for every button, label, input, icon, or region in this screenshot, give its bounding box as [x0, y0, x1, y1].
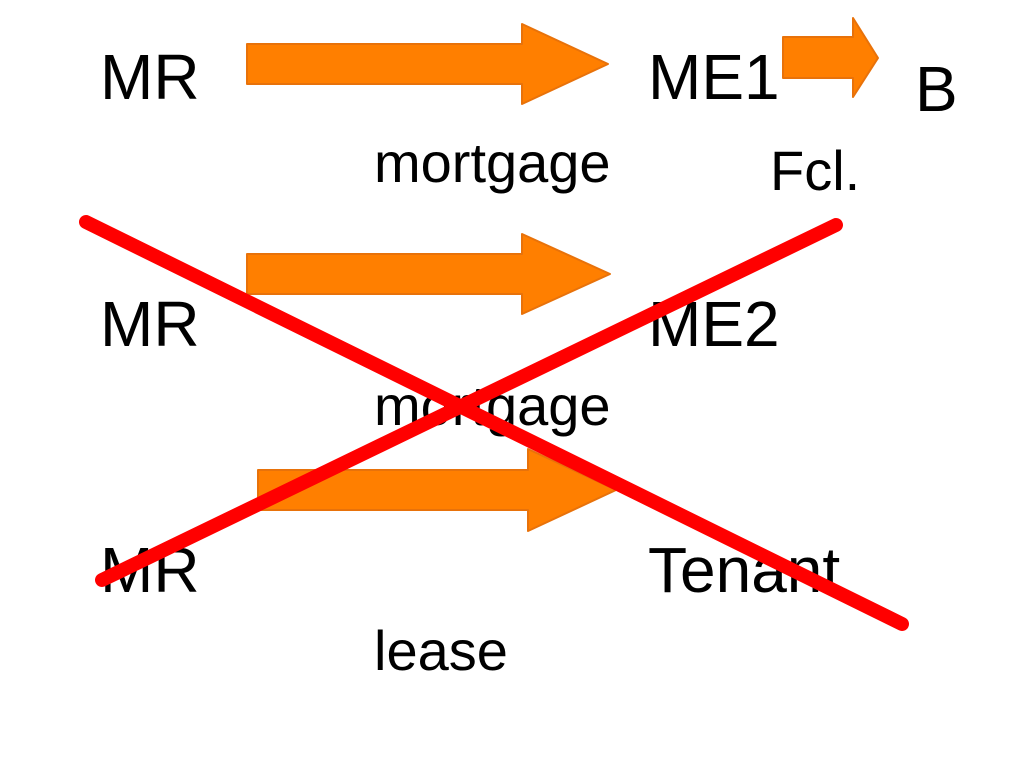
row3-relation-label: lease: [374, 619, 508, 682]
row3-to-label: Tenant: [648, 534, 841, 606]
row3-arrow: [257, 448, 617, 532]
row2-to-label: ME2: [648, 288, 780, 360]
row1-to-label: ME1: [648, 41, 780, 113]
row1-arrow: [246, 23, 609, 105]
foreclosure-label: Fcl.: [770, 139, 861, 202]
foreclosure-target-label: B: [915, 53, 958, 125]
row2-from-label: MR: [100, 288, 200, 360]
foreclosure-arrow: [782, 17, 879, 98]
row3-from-label: MR: [100, 534, 200, 606]
row1-relation-label: mortgage: [374, 131, 611, 194]
row2-arrow: [246, 233, 611, 315]
row1-from-label: MR: [100, 41, 200, 113]
row2-relation-label: mortgage: [374, 374, 611, 437]
